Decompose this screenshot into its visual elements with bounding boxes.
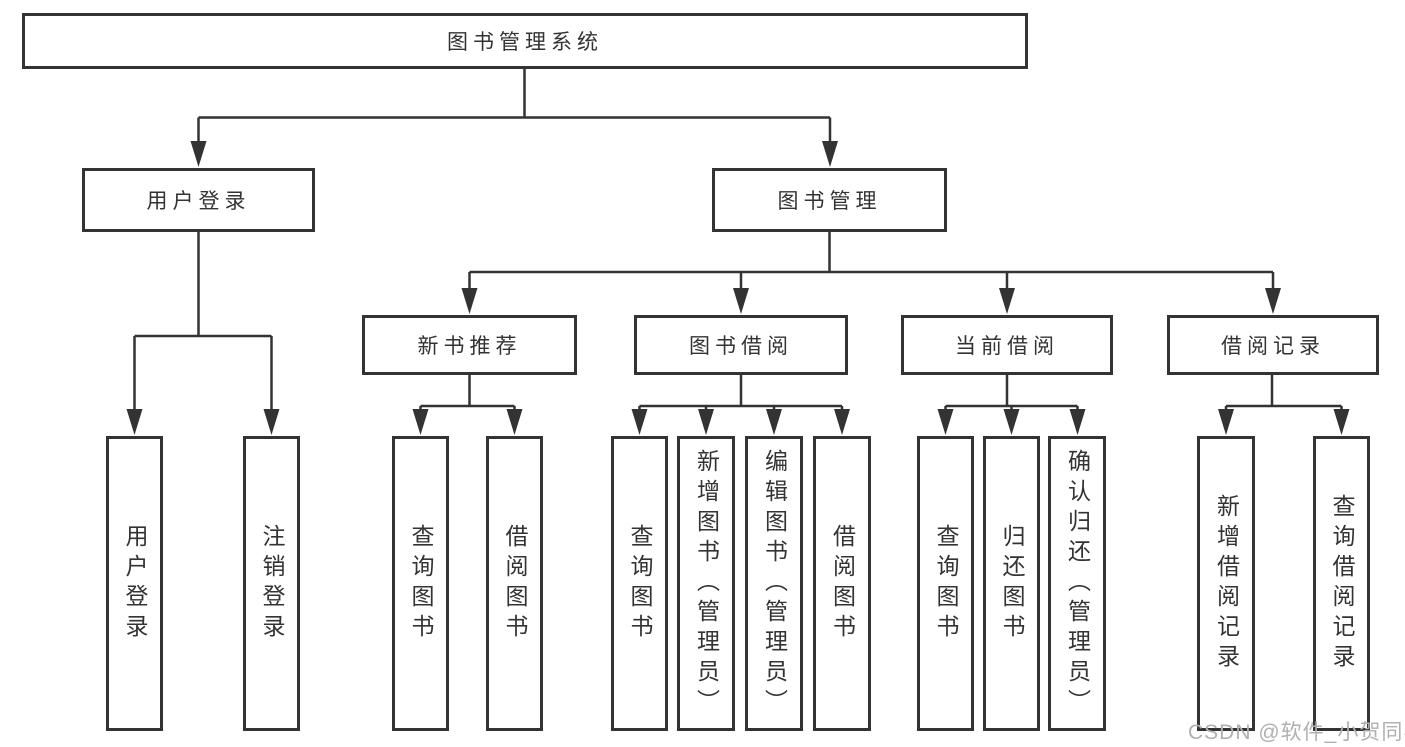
node-label: 查询图书	[627, 523, 653, 644]
leaf-add-books-admin: 新增图书（管理员）	[677, 436, 735, 731]
node-label: 新书推荐	[417, 335, 522, 358]
node-label: 用户登录	[146, 190, 251, 213]
node-label: 图书管理系统	[447, 31, 603, 54]
node-label: 查询借阅记录	[1329, 493, 1355, 674]
node-label: 查询图书	[408, 523, 434, 644]
node-label: 借阅图书	[829, 523, 856, 644]
node-current-borrowing: 当前借阅	[901, 315, 1113, 375]
node-label: 新增图书（管理员）	[693, 448, 720, 719]
leaf-borrow-books-borrowing: 借阅图书	[813, 436, 871, 731]
leaf-logout: 注销登录	[243, 436, 300, 731]
node-label: 新增借阅记录	[1213, 493, 1240, 674]
leaf-user-login: 用户登录	[106, 436, 163, 731]
node-label: 借阅图书	[502, 523, 528, 644]
node-label: 归还图书	[999, 523, 1025, 644]
node-user-login: 用户登录	[82, 168, 315, 232]
node-library-management-system: 图书管理系统	[22, 13, 1028, 69]
node-label: 图书管理	[777, 190, 882, 213]
node-label: 当前借阅	[955, 335, 1059, 358]
leaf-edit-books-admin: 编辑图书（管理员）	[745, 436, 803, 731]
leaf-query-borrow-record: 查询借阅记录	[1313, 436, 1370, 731]
leaf-query-books-current: 查询图书	[917, 436, 974, 731]
leaf-add-borrow-record: 新增借阅记录	[1197, 436, 1255, 731]
node-book-management: 图书管理	[712, 168, 947, 232]
leaf-return-books: 归还图书	[983, 436, 1040, 731]
node-label: 借阅记录	[1221, 335, 1325, 358]
node-borrowing-records: 借阅记录	[1167, 315, 1379, 375]
node-book-borrowing: 图书借阅	[634, 315, 848, 375]
node-label: 注销登录	[259, 523, 285, 644]
leaf-query-books-borrowing: 查询图书	[611, 436, 668, 731]
leaf-query-books-recommend: 查询图书	[392, 436, 449, 731]
node-new-book-recommendation: 新书推荐	[362, 315, 577, 375]
node-label: 确认归还（管理员）	[1064, 448, 1091, 719]
leaf-confirm-return-admin: 确认归还（管理员）	[1048, 436, 1106, 731]
node-label: 图书借阅	[689, 335, 793, 358]
node-label: 用户登录	[122, 523, 148, 644]
node-label: 编辑图书（管理员）	[761, 448, 788, 719]
leaf-borrow-books-recommend: 借阅图书	[486, 436, 543, 731]
csdn-watermark: CSDN @软件_小贺同学	[1188, 721, 1405, 744]
arrowheads	[126, 141, 1350, 435]
node-label: 查询图书	[933, 523, 959, 644]
